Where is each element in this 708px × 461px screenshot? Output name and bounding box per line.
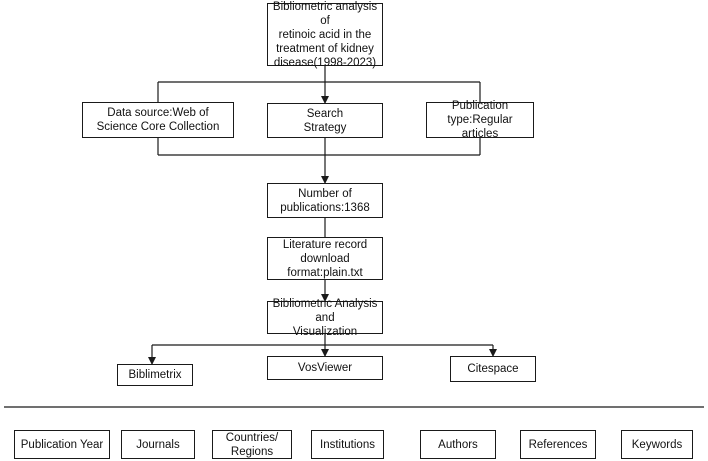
- node-search-strategy: Search Strategy: [267, 103, 383, 138]
- node-publication-type: Publication type:Regular articles: [426, 100, 534, 140]
- output-references: References: [520, 430, 596, 459]
- output-label: Publication Year: [20, 438, 104, 451]
- output-keywords: Keywords: [621, 430, 693, 459]
- node-analysis: Bibliometric Analysis and Visualization: [267, 298, 383, 338]
- node-biblimetrix-text: Biblimetrix: [128, 369, 182, 381]
- node-data-source-text: Data source:Web of Science Core Collecti…: [96, 107, 220, 133]
- output-label: Journals: [136, 438, 180, 451]
- node-analysis-text: Bibliometric Analysis and Visualization: [272, 297, 378, 338]
- node-publication-type-text: Publication type:Regular articles: [447, 100, 513, 140]
- output-label: Keywords: [631, 438, 683, 451]
- node-title-text: Bibliometric analysis of retinoic acid i…: [272, 0, 378, 69]
- node-data-source: Data source:Web of Science Core Collecti…: [82, 102, 234, 138]
- node-citespace-text: Citespace: [467, 363, 519, 375]
- output-publication-year: Publication Year: [14, 430, 110, 459]
- node-search-strategy-text: Search Strategy: [303, 107, 347, 134]
- output-journals: Journals: [121, 430, 195, 459]
- node-vosviewer: VosViewer: [267, 356, 383, 380]
- node-title: Bibliometric analysis of retinoic acid i…: [267, 1, 383, 69]
- output-authors: Authors: [420, 430, 496, 459]
- output-label: Countries/ Regions: [225, 431, 279, 458]
- output-institutions: Institutions: [311, 430, 384, 459]
- output-countries-regions: Countries/ Regions: [212, 430, 292, 459]
- output-label: Authors: [438, 438, 478, 451]
- node-literature-record-text: Literature record download format:plain.…: [282, 238, 368, 279]
- node-literature-record: Literature record download format:plain.…: [267, 237, 383, 280]
- output-label: Institutions: [320, 438, 375, 451]
- node-citespace: Citespace: [450, 356, 536, 382]
- node-biblimetrix: Biblimetrix: [117, 364, 193, 386]
- output-label: References: [528, 438, 588, 451]
- node-number-of-publications-text: Number of publications:1368: [280, 187, 370, 214]
- node-number-of-publications: Number of publications:1368: [267, 183, 383, 218]
- node-vosviewer-text: VosViewer: [297, 362, 353, 374]
